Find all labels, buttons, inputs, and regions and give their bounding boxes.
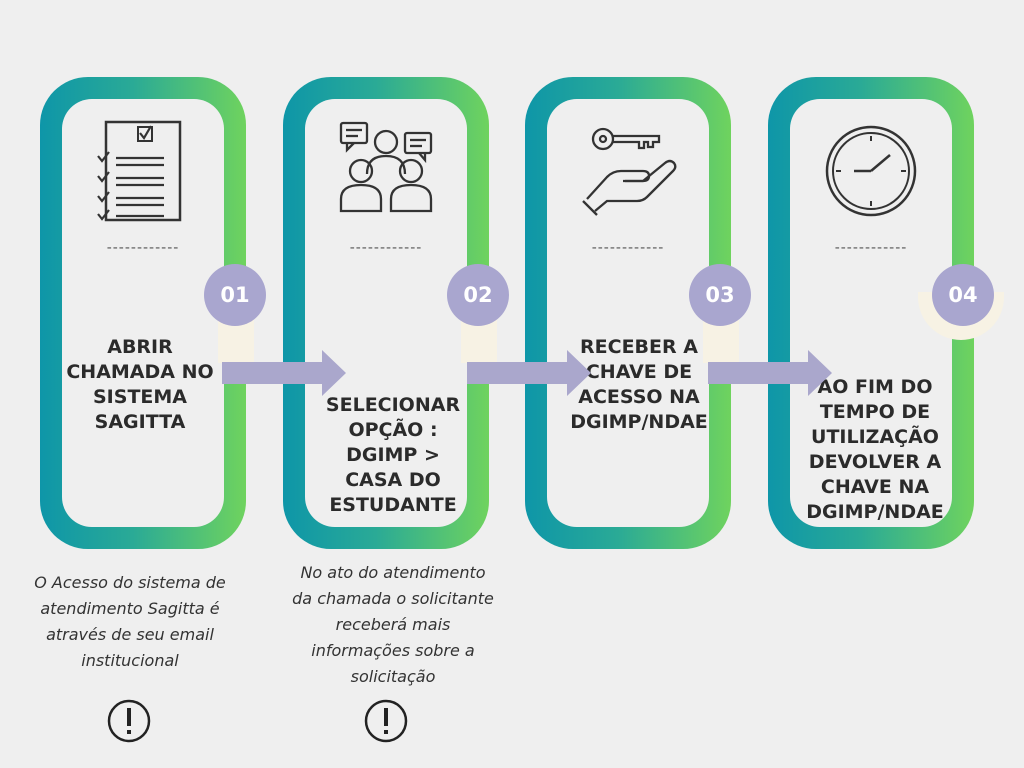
arrow-right-icon xyxy=(708,350,832,396)
exclamation-icon xyxy=(107,699,151,743)
step-3-separator: ------------ xyxy=(591,240,665,256)
step-4-card: ------------ 04 AO FIM DO TEMPO DE UTILI… xyxy=(768,77,1004,549)
exclamation-icon xyxy=(364,699,408,743)
step-4-text: AO FIM DO TEMPO DE UTILIZAÇÃO DEVOLVER A… xyxy=(806,376,944,523)
step-4-separator: ------------ xyxy=(834,240,908,256)
arrow-right-icon xyxy=(467,350,591,396)
key-hand-icon xyxy=(573,119,683,229)
step-2-badge: 02 xyxy=(447,264,509,326)
clock-icon xyxy=(816,119,926,229)
step-3-card: ------------ 03 RECEBER A CHAVE DE ACESS… xyxy=(525,77,751,549)
note-step-2: No ato do atendimento da chamada o solic… xyxy=(292,563,494,686)
arrow-right-icon xyxy=(222,350,346,396)
step-3-text: RECEBER A CHAVE DE ACESSO NA DGIMP/NDAE xyxy=(570,336,708,433)
meeting-icon xyxy=(331,119,441,229)
step-4-badge: 04 xyxy=(932,264,994,326)
step-2-card: ------------ 02 SELECIONAR OPÇÃO : DGIMP… xyxy=(283,77,509,549)
step-1-text: ABRIR CHAMADA NO SISTEMA SAGITTA xyxy=(66,336,214,433)
step-2-separator: ------------ xyxy=(349,240,423,256)
step-1-separator: ------------ xyxy=(106,240,180,256)
step-2-text: SELECIONAR OPÇÃO : DGIMP > CASA DO ESTUD… xyxy=(325,394,461,516)
step-3-badge: 03 xyxy=(689,264,751,326)
checklist-icon xyxy=(88,119,198,229)
note-step-1: O Acesso do sistema de atendimento Sagit… xyxy=(34,573,226,670)
step-1-badge: 01 xyxy=(204,264,266,326)
step-1-card: ------------ 01 ABRIR CHAMADA NO SISTEMA… xyxy=(40,77,266,549)
